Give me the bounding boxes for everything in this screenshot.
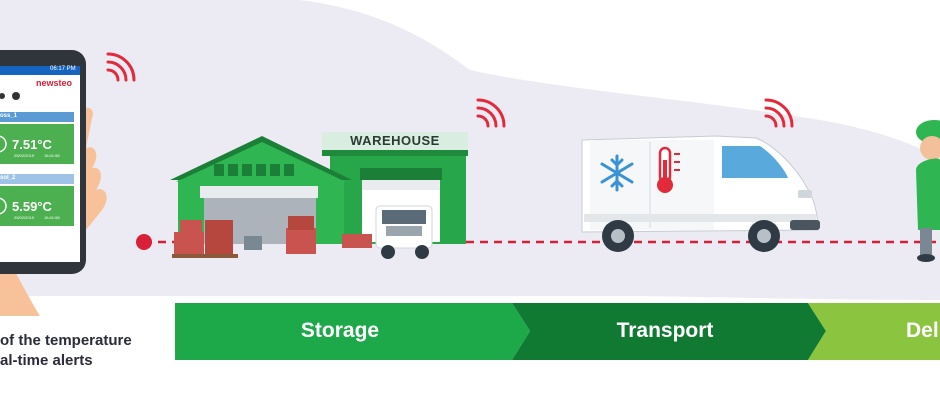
background-blob [0,0,940,300]
sensor-2-temperature: 5.59°C [12,199,52,214]
feature-caption: of the temperature al-time alerts [0,331,150,371]
phone-brand-logo: newsteo [36,78,73,88]
stage-storage-label: Storage [300,319,380,342]
warehouse-truck [375,205,433,259]
wifi-signal-icon [764,98,794,128]
stage-delivery-bg [808,303,940,360]
wifi-signal-icon [106,52,136,82]
sensor-2-name[interactable]: sol_2 [0,175,16,181]
sensor-1-name[interactable]: oss_1 [0,113,18,119]
sensor-1-temperature: 7.51°C [12,137,52,152]
refrigerated-van [581,135,820,252]
route-start-dot [136,234,152,250]
stage-transport-label: Transport [616,319,714,342]
stage-transport-bg [512,303,826,360]
caption-line-1: of the temperature [0,332,132,349]
sensor-1-time: 16:41:58 [44,153,60,158]
phone-status-time: 06:17 PM [50,66,76,72]
wifi-signal-icon [476,98,506,128]
thermometer-icon [657,146,680,193]
warehouse-sign: WAREHOUSE [350,133,440,148]
snowflake-icon [600,154,634,192]
stage-bar [175,303,940,360]
caption-line-2: al-time alerts [0,352,93,369]
sensor-1-date: 25/02/2019 [14,153,35,158]
stage-storage-bg [175,303,530,360]
smartphone [0,50,86,274]
delivery-person [916,120,940,262]
sensor-2-date: 25/02/2019 [14,215,35,220]
stage-delivery-label: Del [906,319,939,342]
sensor-2-time: 16:41:58 [44,215,60,220]
